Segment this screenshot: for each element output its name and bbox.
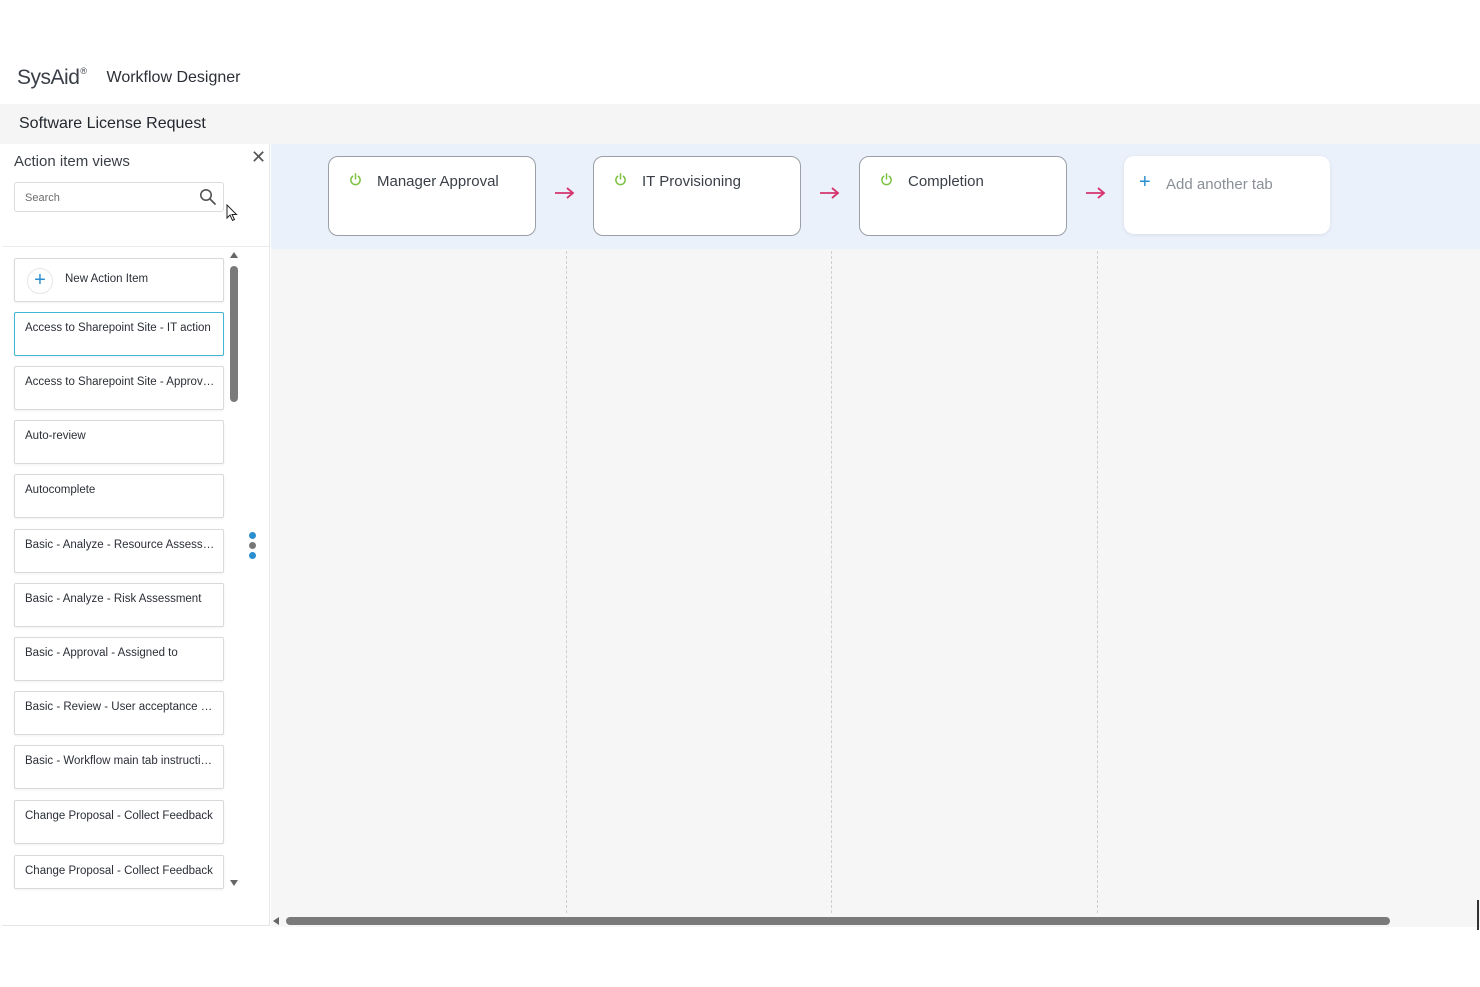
list-item[interactable]: Autocomplete: [14, 474, 224, 518]
workflow-canvas: Manager Approval IT Provisioning Complet…: [271, 144, 1480, 927]
app-title: Workflow Designer: [106, 69, 241, 86]
plus-icon: +: [27, 268, 53, 294]
power-icon: [881, 173, 892, 186]
scroll-down-arrow[interactable]: [230, 880, 238, 886]
list-item[interactable]: Access to Sharepoint Site - Approver Rev…: [14, 366, 224, 410]
window-edge: [1477, 900, 1479, 930]
workflow-title: Software License Request: [19, 115, 206, 132]
list-item[interactable]: Auto-review: [14, 420, 224, 464]
search-icon[interactable]: [199, 188, 217, 206]
scroll-up-arrow[interactable]: [230, 252, 238, 258]
tab-manager-approval[interactable]: Manager Approval: [328, 156, 536, 236]
list-item-label: Access to Sharepoint Site - Approver Rev…: [25, 376, 215, 388]
lane-divider: [566, 251, 567, 913]
list-item-label: Basic - Approval - Assigned to: [25, 647, 178, 659]
add-another-tab-button[interactable]: + Add another tab: [1124, 156, 1330, 234]
list-item-label: Basic - Workflow main tab instructions: [25, 755, 215, 767]
tab-label: Manager Approval: [377, 173, 499, 190]
power-icon: [350, 173, 361, 186]
list-item[interactable]: Basic - Workflow main tab instructions: [14, 745, 224, 789]
search-input[interactable]: [23, 187, 197, 209]
list-item-label: Autocomplete: [25, 484, 96, 496]
action-item-views-panel: Action item views ✕ + New Action Item Ac…: [2, 144, 270, 926]
power-icon: [615, 173, 626, 186]
arrow-right-icon: [555, 187, 575, 199]
tab-it-provisioning[interactable]: IT Provisioning: [593, 156, 801, 236]
list-item-label: Change Proposal - Collect Feedback: [25, 810, 213, 822]
tab-label: IT Provisioning: [642, 173, 741, 190]
kebab-menu-icon[interactable]: [249, 532, 257, 564]
list-item[interactable]: Change Proposal - Collect Feedback: [14, 800, 224, 844]
tabs-band: Manager Approval IT Provisioning Complet…: [271, 144, 1480, 249]
tab-completion[interactable]: Completion: [859, 156, 1067, 236]
tab-label: Add another tab: [1166, 176, 1273, 193]
plus-icon: +: [1139, 171, 1151, 193]
list-item-label: Auto-review: [25, 430, 86, 442]
list-item[interactable]: Basic - Analyze - Resource Assessment: [14, 529, 224, 573]
workflow-title-bar: Software License Request: [0, 104, 1480, 144]
search-box[interactable]: [14, 182, 224, 212]
list-item-label: Basic - Analyze - Risk Assessment: [25, 593, 202, 605]
horizontal-scrollbar-thumb[interactable]: [286, 917, 1390, 925]
vertical-scrollbar-thumb[interactable]: [230, 266, 238, 402]
list-item[interactable]: Basic - Approval - Assigned to: [14, 637, 224, 681]
lane-divider: [1097, 251, 1098, 913]
scroll-left-arrow[interactable]: [273, 917, 279, 925]
list-item-label: Access to Sharepoint Site - IT action: [25, 322, 211, 334]
list-item-label: New Action Item: [65, 273, 149, 285]
tab-label: Completion: [908, 173, 984, 190]
list-item[interactable]: Change Proposal - Collect Feedback: [14, 855, 224, 889]
panel-divider: [2, 246, 269, 247]
panel-title: Action item views: [14, 153, 130, 170]
new-action-item-button[interactable]: + New Action Item: [14, 258, 224, 302]
list-item[interactable]: Basic - Review - User acceptance and app…: [14, 691, 224, 735]
arrow-right-icon: [820, 187, 840, 199]
list-item-label: Basic - Analyze - Resource Assessment: [25, 539, 215, 551]
logo-registered: ®: [80, 66, 87, 76]
list-item[interactable]: Access to Sharepoint Site - IT action: [14, 312, 224, 356]
list-item-label: Basic - Review - User acceptance and app…: [25, 701, 215, 713]
list-item[interactable]: Basic - Analyze - Risk Assessment: [14, 583, 224, 627]
lane-divider: [831, 251, 832, 913]
logo-aid: Aid: [50, 66, 80, 89]
arrow-right-icon: [1086, 187, 1106, 199]
list-item-label: Change Proposal - Collect Feedback: [25, 865, 213, 877]
logo-sys: Sys: [17, 66, 51, 89]
mouse-cursor-icon: [226, 204, 238, 222]
close-icon[interactable]: ✕: [251, 147, 267, 167]
